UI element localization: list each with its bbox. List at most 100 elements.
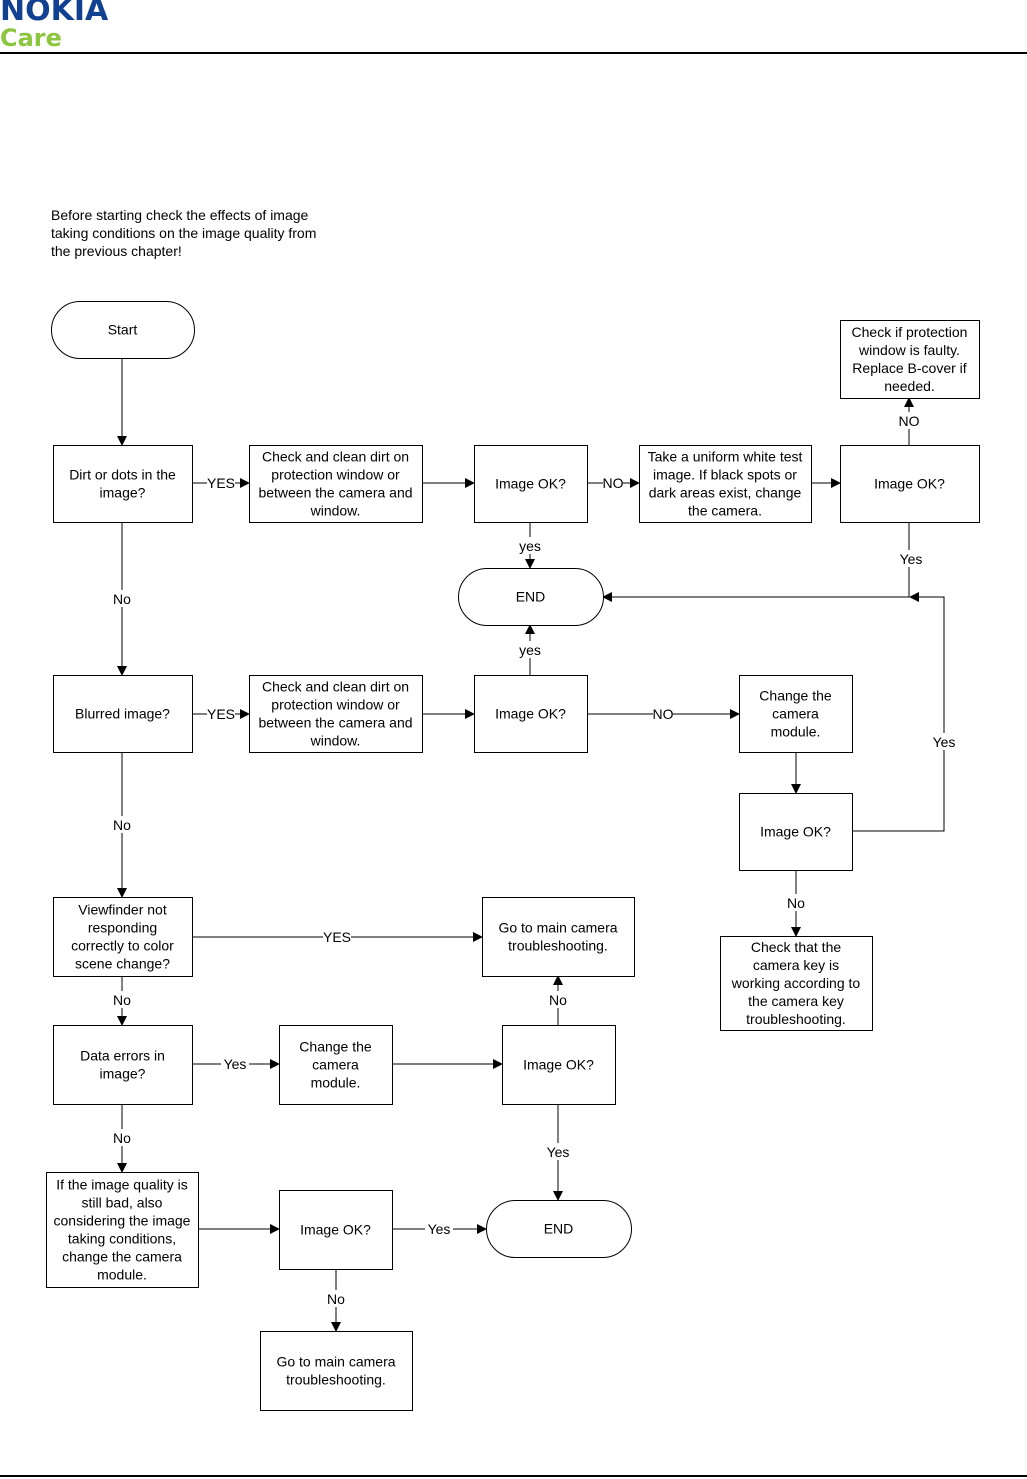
process-box-dirt (53, 445, 193, 523)
edge-label-background (207, 705, 235, 722)
flow-node-ok5: Image OK? (502, 1025, 616, 1105)
process-box-stillbad (46, 1172, 199, 1288)
process-box-whitetest (639, 445, 812, 523)
node-text-line: If the image quality is (56, 1177, 188, 1193)
edge-label-background (326, 1290, 346, 1307)
process-box-ok3 (474, 675, 588, 753)
flow-edge-dirt-to-clean1: YES (192, 474, 250, 491)
flow-node-ok2: Image OK? (840, 445, 980, 523)
node-text-line: Image OK? (874, 476, 945, 492)
flow-edge-ok3-to-end1: yes (516, 624, 544, 675)
node-text-line: Check and clean dirt on (262, 449, 409, 465)
node-text-line: the camera. (688, 503, 762, 519)
terminal-shape-end1 (458, 568, 604, 626)
flow-edge-blurred-to-viewfinder: No (112, 752, 132, 898)
flow-edge-ok6-to-end2: Yes (392, 1220, 487, 1237)
node-text-line: protection window or (271, 697, 400, 713)
terminal-shape-start (51, 301, 195, 359)
flow-edge-ok6-to-maincam2: No (326, 1269, 346, 1332)
node-text-line: camera key is (753, 957, 839, 973)
flow-edge-ok5-to-end2: Yes (544, 1104, 572, 1201)
process-box-ok5 (502, 1025, 616, 1105)
process-box-clean1 (249, 445, 423, 523)
flow-edge-ok1-to-end1: yes (516, 522, 544, 569)
edge-label: No (113, 1130, 131, 1146)
node-text-line: window is faulty. (858, 342, 960, 358)
node-text-line: between the camera and (258, 485, 412, 501)
process-box-dataerr (53, 1025, 193, 1105)
node-text-line: needed. (884, 378, 935, 394)
edge-label-background (653, 705, 673, 722)
node-text-line: image? (100, 1066, 146, 1082)
node-text-line: END (544, 1221, 574, 1237)
node-text-line: Go to main camera (498, 920, 617, 936)
node-text-line: Image OK? (495, 476, 566, 492)
footer-divider (0, 1475, 1027, 1477)
node-text-line: the camera key (748, 993, 844, 1009)
node-text-line: Image OK? (523, 1057, 594, 1073)
flow-edge-ok1-to-whitetest: NO (587, 474, 640, 491)
edge-label: NO (899, 413, 920, 429)
process-box-changecam2 (279, 1025, 393, 1105)
node-text-line: protection window or (271, 467, 400, 483)
process-box-maincam2 (260, 1331, 413, 1411)
edge-label: NO (603, 475, 624, 491)
node-text-line: Replace B-cover if (852, 360, 966, 376)
process-box-protect (840, 320, 980, 399)
node-text-line: Image OK? (495, 706, 566, 722)
node-text-line: camera (772, 706, 819, 722)
node-text-line: Change the (759, 688, 832, 704)
edge-label: NO (653, 706, 674, 722)
brand-name: NOKIA (0, 0, 109, 28)
flow-edge-viewfinder-to-maincam1: YES (192, 928, 483, 945)
edge-label-background (930, 733, 958, 750)
edge-label: yes (519, 642, 541, 658)
edge-label-background (544, 1143, 572, 1160)
edge-label-background (112, 1129, 132, 1146)
node-text-line: window. (310, 733, 361, 749)
flow-edge-blurred-to-clean2: YES (192, 705, 250, 722)
process-box-ok4 (739, 793, 853, 871)
process-box-blurred (53, 675, 193, 753)
node-text-line: change the camera (62, 1249, 182, 1265)
edge-label-background (112, 816, 132, 833)
brand-sub: Care (0, 24, 62, 52)
node-text-line: correctly to color (71, 938, 174, 954)
node-text-line: between the camera and (258, 715, 412, 731)
node-text-line: Viewfinder not (78, 902, 167, 918)
node-text-line: Change the (299, 1039, 372, 1055)
node-text-line: END (516, 589, 546, 605)
flow-edge-ok3-to-changecam1: NO (587, 705, 740, 722)
node-text-line: Start (108, 322, 138, 338)
flow-node-blurred: Blurred image? (53, 675, 193, 753)
flow-edge-dataerr-to-changecam2: Yes (192, 1055, 280, 1072)
node-text-line: considering the image (54, 1213, 191, 1229)
edge-label-background (425, 1220, 453, 1237)
flow-node-dataerr: Data errors in image? (53, 1025, 193, 1105)
edge-label: Yes (428, 1221, 451, 1237)
flow-node-start: Start (51, 301, 195, 359)
edge-label: No (327, 1291, 345, 1307)
connector-arrow (602, 522, 910, 602)
flow-edge-dirt-to-blurred: No (112, 522, 132, 676)
edge-label-background (516, 537, 544, 554)
flow-node-ok1: Image OK? (474, 445, 588, 523)
flow-edge-ok4-to-end1: Yes (852, 592, 958, 832)
flow-edge-viewfinder-to-dataerr: No (112, 976, 132, 1026)
node-text-line: window. (310, 503, 361, 519)
flow-edge-ok4-to-camkey: No (786, 870, 806, 937)
node-text-line: Data errors in (80, 1048, 165, 1064)
node-text-line: Take a uniform white test (648, 449, 803, 465)
node-text-line: troubleshooting. (286, 1372, 386, 1388)
edge-label: Yes (900, 551, 923, 567)
edge-label-background (899, 412, 919, 429)
edge-label: YES (207, 475, 235, 491)
